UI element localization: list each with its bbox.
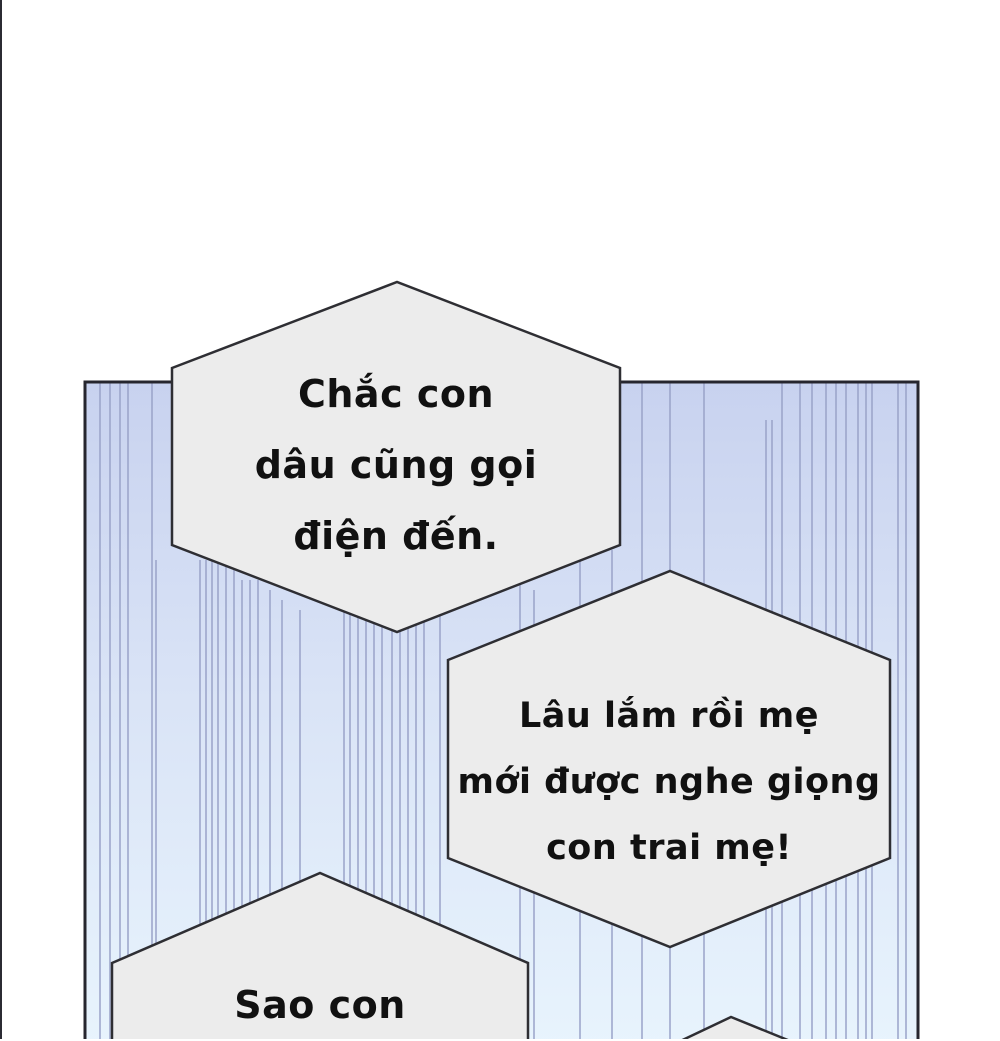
speech-bubble-3-text: Sao con: [112, 970, 528, 1041]
bubble-3-line-1: Sao con: [234, 983, 406, 1027]
speech-bubble-4: [681, 1015, 789, 1039]
page-left-edge: [0, 0, 2, 1039]
bubble-2-line-1: Lâu lắm rồi mẹ: [519, 696, 819, 736]
speech-bubble-2: [446, 569, 892, 949]
bubble-1-line-3: điện đến.: [293, 514, 499, 558]
bubble-1-line-1: Chắc con: [297, 372, 495, 416]
speech-bubble-1-text: Chắc con dâu cũng gọi điện đến.: [172, 359, 620, 572]
speech-bubble-3: [110, 871, 530, 1039]
speech-bubble-1: [170, 280, 622, 634]
bubble-2-line-3: con trai mẹ!: [546, 828, 792, 868]
speech-bubble-2-text: Lâu lắm rồi mẹ mới được nghe giọng con t…: [448, 683, 890, 881]
bubble-2-line-2: mới được nghe giọng: [457, 762, 881, 802]
bubble-1-line-2: dâu cũng gọi: [254, 443, 538, 487]
